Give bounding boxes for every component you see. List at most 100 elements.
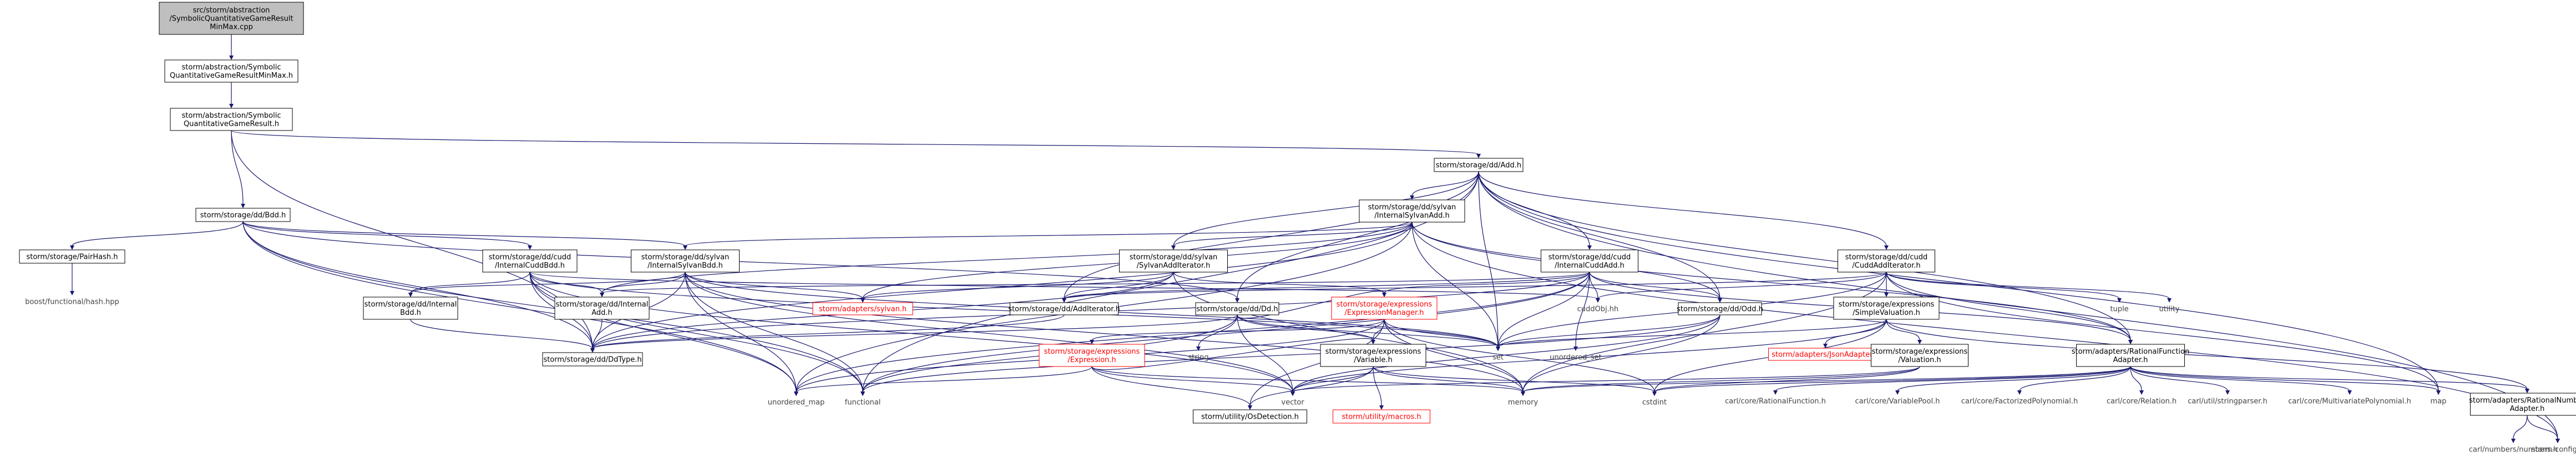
dependency-edge xyxy=(685,272,863,393)
graph-node-sylvanaddit[interactable]: storm/storage/dd/sylvan/SylvanAddIterato… xyxy=(1119,249,1228,273)
node-box xyxy=(1434,158,1524,172)
graph-node-pairhash[interactable]: storm/storage/PairHash.h xyxy=(19,249,125,264)
node-label: storm/storage/dd/Odd.h xyxy=(1677,305,1763,314)
node-label: storm/abstraction/Symbolic xyxy=(182,112,281,120)
graph-node-sylvanadd[interactable]: storm/storage/dd/sylvan/InternalSylvanAd… xyxy=(1359,199,1465,223)
node-label: QuantitativeGameResult.h xyxy=(184,120,279,128)
graph-node-cvarpool: carl/core/VariablePool.h xyxy=(1855,398,1940,406)
dependency-edge xyxy=(1478,171,2131,341)
edge-arrowhead xyxy=(1410,195,1414,200)
dependency-edge xyxy=(1886,272,2170,299)
graph-node-valuation[interactable]: storm/storage/expressions/Valuation.h xyxy=(1871,344,1968,367)
edge-arrowhead xyxy=(590,348,595,353)
edge-arrowhead xyxy=(861,391,865,396)
dependency-edge xyxy=(685,272,863,299)
node-label: storm/utility/OsDetection.h xyxy=(1201,413,1299,421)
dependency-edge xyxy=(1384,319,1499,348)
edge-arrowhead xyxy=(1718,298,1722,303)
graph-node-expression[interactable]: storm/storage/expressions/Expression.h xyxy=(1039,344,1145,367)
dependency-edge xyxy=(1497,272,1590,348)
node-label: string xyxy=(1188,354,1208,362)
graph-node-add[interactable]: storm/storage/dd/Add.h xyxy=(1434,158,1524,172)
node-label: Add.h xyxy=(591,309,613,317)
dependency-edge xyxy=(592,314,1065,349)
edge-arrowhead xyxy=(2128,340,2133,344)
graph-node-macros[interactable]: storm/utility/macros.h xyxy=(1333,409,1430,424)
graph-node-qgrh[interactable]: storm/abstraction/SymbolicQuantitativeGa… xyxy=(170,108,293,131)
graph-node-root[interactable]: src/storm/abstraction/SymbolicQuantitati… xyxy=(159,2,304,35)
node-label: cstdint xyxy=(1642,399,1667,407)
graph-node-map: map xyxy=(2431,398,2447,406)
graph-node-simpleval[interactable]: storm/storage/expressions/SimpleValuatio… xyxy=(1833,297,1940,320)
dependency-edge xyxy=(1522,366,2131,393)
graph-node-ddtype[interactable]: storm/storage/dd/DdType.h xyxy=(542,352,643,366)
graph-node-cuddaddit[interactable]: storm/storage/dd/cudd/CuddAddIterator.h xyxy=(1838,249,1935,273)
graph-node-odd[interactable]: storm/storage/dd/Odd.h xyxy=(1677,302,1763,315)
node-label: src/storm/abstraction xyxy=(193,7,270,15)
graph-node-cfactpoly: carl/core/FactorizedPolynomial.h xyxy=(1961,398,2078,406)
node-box xyxy=(159,2,304,35)
graph-node-cmultipoly: carl/core/MultivariatePolynomial.h xyxy=(2288,398,2411,406)
dependency-edge xyxy=(1373,366,1524,393)
node-label: map xyxy=(2431,398,2447,406)
graph-node-cuddadd[interactable]: storm/storage/dd/cudd/InternalCuddAdd.h xyxy=(1541,249,1638,273)
node-box xyxy=(1039,344,1145,367)
dependency-edge xyxy=(1091,366,1293,393)
node-label: storm/storage/dd/Internal xyxy=(556,300,649,309)
dependency-edge xyxy=(1654,366,1920,393)
node-label: storm/storage/dd/sylvan xyxy=(1130,253,1218,262)
graph-node-minmaxh[interactable]: storm/abstraction/SymbolicQuantitativeGa… xyxy=(164,59,298,83)
dependency-edge xyxy=(1237,171,1479,299)
graph-node-additer[interactable]: storm/storage/dd/AddIterator.h xyxy=(1008,302,1120,315)
dependency-edge xyxy=(410,319,593,349)
dependency-edge xyxy=(1411,222,2131,341)
node-label: carl/core/FactorizedPolynomial.h xyxy=(1961,398,2078,406)
edge-arrowhead xyxy=(1235,298,1239,303)
graph-node-osdetect[interactable]: storm/utility/OsDetection.h xyxy=(1193,409,1307,424)
graph-node-exprmgr[interactable]: storm/storage/expressions/ExpressionMana… xyxy=(1331,297,1438,320)
dependency-edge xyxy=(862,314,1720,393)
graph-node-ddh[interactable]: storm/storage/dd/Dd.h xyxy=(1195,302,1279,315)
edge-arrowhead xyxy=(2525,389,2529,393)
dependency-edge xyxy=(1589,272,1598,299)
node-label: carl/util/stringparser.h xyxy=(2188,398,2268,406)
node-box xyxy=(170,108,293,131)
dependency-edge xyxy=(2130,366,2142,391)
dependency-edge xyxy=(242,221,1238,299)
graph-node-variable[interactable]: storm/storage/expressions/Variable.h xyxy=(1320,344,1426,367)
graph-node-string: string xyxy=(1188,354,1208,362)
dependency-edge xyxy=(242,221,797,393)
edge-arrowhead xyxy=(1371,340,1375,344)
edge-arrowhead xyxy=(1062,298,1066,303)
node-box xyxy=(1195,302,1279,315)
node-label: storm/storage/expressions xyxy=(1044,348,1140,356)
edge-arrowhead xyxy=(1521,391,1525,396)
node-label: /CuddAddIterator.h xyxy=(1852,262,1920,270)
graph-node-cstrparser: carl/util/stringparser.h xyxy=(2188,398,2268,406)
edge-arrowhead xyxy=(794,391,798,396)
graph-node-uset: unordered_set xyxy=(1550,354,1601,362)
dependency-edge xyxy=(1478,171,1720,299)
dependency-edge xyxy=(1478,171,1590,247)
dependency-edge xyxy=(242,221,593,349)
graph-node-carlnum: carl/numbers/numbers.h xyxy=(2469,446,2558,454)
dependency-edge xyxy=(1373,366,1655,393)
graph-node-bdd[interactable]: storm/storage/dd/Bdd.h xyxy=(195,208,291,222)
graph-node-jsonadapter[interactable]: storm/adapters/JsonAdapter.h xyxy=(1768,348,1882,361)
node-label: /SimpleValuation.h xyxy=(1853,309,1920,317)
graph-node-sylvanbdd[interactable]: storm/storage/dd/sylvan/InternalSylvanBd… xyxy=(631,249,740,273)
node-label: MinMax.cpp xyxy=(210,23,253,32)
dependency-edge xyxy=(1497,319,1887,348)
graph-node-stormconfig: storm-config.h xyxy=(2532,446,2576,454)
edge-arrowhead xyxy=(1917,340,1922,344)
graph-node-cuddbdd[interactable]: storm/storage/dd/cudd/InternalCuddBdd.h xyxy=(482,249,578,273)
graph-node-adapsylvan[interactable]: storm/adapters/sylvan.h xyxy=(812,302,913,315)
node-box xyxy=(2470,393,2576,416)
dependency-edge xyxy=(242,221,863,393)
dependency-edge xyxy=(1091,338,1374,370)
